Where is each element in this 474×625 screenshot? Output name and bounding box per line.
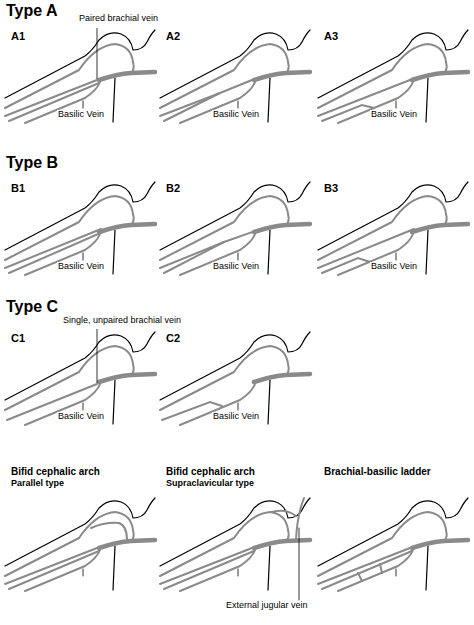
panel-label: B1 [10,182,26,194]
vein-label: Basilic Vein [212,412,260,422]
variant-title: Bifid cephalic arch [10,466,101,477]
variant-subtitle: Supraclavicular type [165,479,255,489]
panel-label: A2 [165,30,181,42]
panel-label: C2 [165,332,181,344]
variant-title: Brachial-basilic ladder [323,466,432,477]
panel-label: C1 [10,332,26,344]
type-heading: Type A [5,2,59,20]
vein-callout: Single, unpaired brachial vein [62,316,182,326]
vein-label: Basilic Vein [57,412,105,422]
vein-label: Basilic Vein [370,262,418,272]
vein-label: Basilic Vein [57,110,105,120]
vein-label: Basilic Vein [212,110,260,120]
panel-label: A3 [323,30,339,42]
vein-callout: External jugular vein [225,601,309,611]
variant-title: Bifid cephalic arch [165,466,256,477]
panel-label: B2 [165,182,181,194]
variant-subtitle: Parallel type [10,479,65,489]
vein-label: Basilic Vein [57,262,105,272]
vein-label: Basilic Vein [212,262,260,272]
vein-label: Basilic Vein [370,110,418,120]
vein-callout: Paired brachial vein [78,14,159,24]
type-heading: Type C [5,298,59,316]
panel-label: A1 [10,30,26,42]
type-heading: Type B [5,154,59,172]
panel-label: B3 [323,182,339,194]
